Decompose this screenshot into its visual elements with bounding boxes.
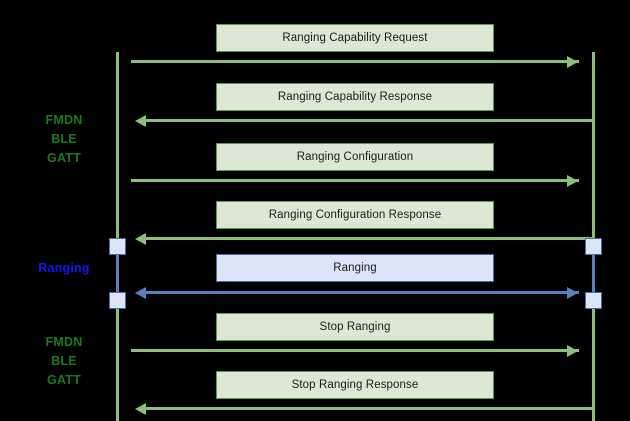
activation-bar-right <box>592 246 595 300</box>
phase-label-fmdn-ble-gatt-top: FMDN BLE GATT <box>45 113 83 165</box>
lifeline-left <box>116 52 119 421</box>
lifeline-right <box>592 52 595 421</box>
message-arrowhead-left-4 <box>135 286 146 299</box>
message-arrow-line-1 <box>146 119 594 122</box>
activation-node-left-end <box>109 292 126 309</box>
message-box-ranging: Ranging <box>216 254 494 282</box>
phase-label-fmdn-ble-gatt-bottom: FMDN BLE GATT <box>45 335 83 387</box>
message-arrow-line-0 <box>131 60 579 63</box>
message-arrowhead-left-6 <box>135 402 146 415</box>
message-box-stop-ranging: Stop Ranging <box>216 313 494 341</box>
message-box-stop-ranging-response: Stop Ranging Response <box>216 371 494 399</box>
message-arrow-line-6 <box>146 407 594 410</box>
message-box-ranging-capability-request: Ranging Capability Request <box>216 24 494 52</box>
activation-node-right-end <box>585 292 602 309</box>
message-arrow-line-4 <box>146 291 579 294</box>
message-arrowhead-right-2 <box>567 174 578 187</box>
message-arrow-line-3 <box>146 237 594 240</box>
activation-bar-left <box>116 246 119 300</box>
message-arrowhead-right-5 <box>567 344 578 357</box>
activation-node-right-start <box>585 238 602 255</box>
phase-label-ranging: Ranging <box>38 261 90 275</box>
message-arrowhead-right-4 <box>567 286 578 299</box>
message-box-ranging-capability-response: Ranging Capability Response <box>216 83 494 111</box>
message-box-ranging-configuration: Ranging Configuration <box>216 143 494 171</box>
message-arrow-line-2 <box>131 179 579 182</box>
message-arrowhead-left-3 <box>135 232 146 245</box>
message-box-ranging-configuration-response: Ranging Configuration Response <box>216 201 494 229</box>
message-arrow-line-5 <box>131 349 579 352</box>
message-arrowhead-right-0 <box>567 55 578 68</box>
activation-node-left-start <box>109 238 126 255</box>
message-arrowhead-left-1 <box>135 114 146 127</box>
